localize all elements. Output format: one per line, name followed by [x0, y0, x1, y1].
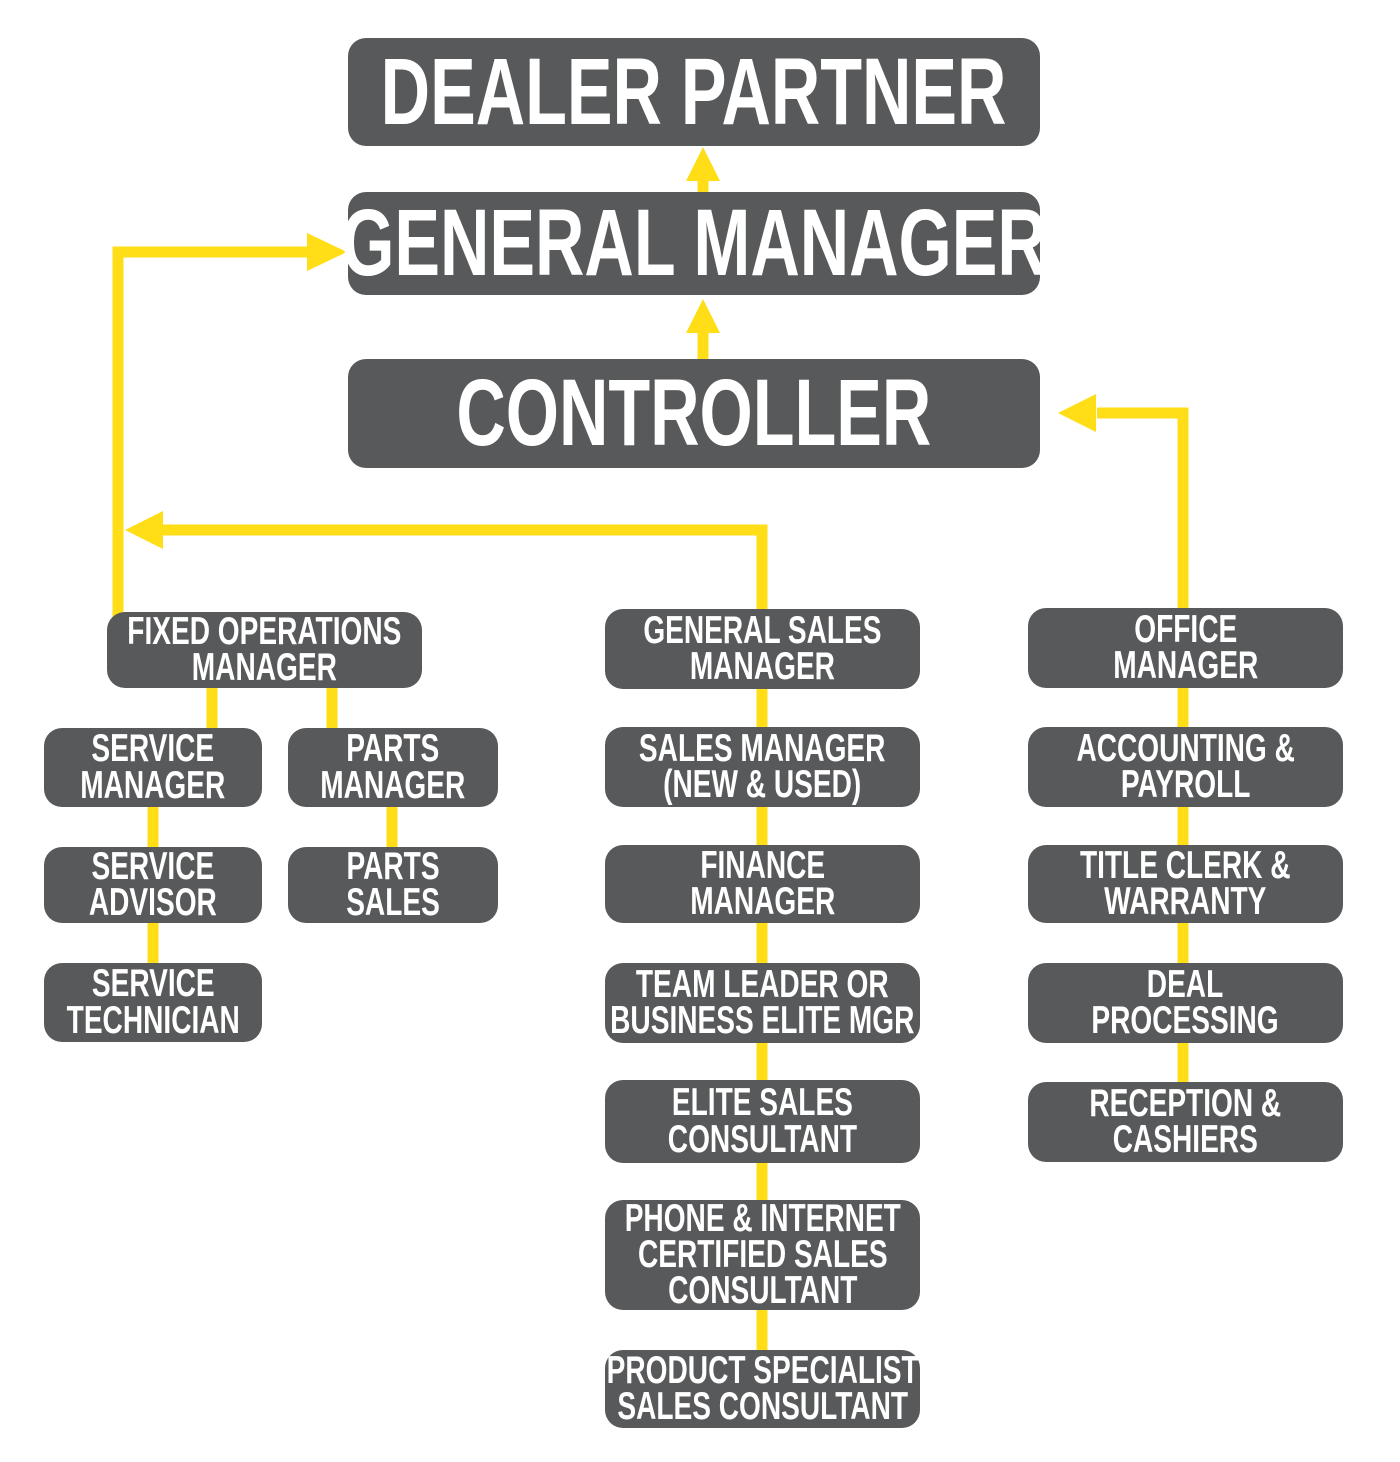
arrow-left-icon: [1058, 394, 1096, 432]
org-box-label: TEAM LEADER OR BUSINESS ELITE MGR: [610, 962, 915, 1042]
org-box-label: PARTS SALES: [346, 844, 440, 924]
org-box-general-sales-manager: GENERAL SALES MANAGER: [605, 609, 920, 689]
connector-general-manager-to-dealer-partner: [686, 147, 720, 196]
arrow-right-icon: [307, 233, 347, 271]
arrow-up-icon: [686, 299, 720, 333]
org-box-label: SERVICE TECHNICIAN: [66, 962, 240, 1042]
org-box-label: SERVICE ADVISOR: [89, 844, 217, 924]
org-box-fixed-operations-manager: FIXED OPERATIONS MANAGER: [107, 612, 422, 688]
org-box-dealer-partner: DEALER PARTNER: [348, 38, 1040, 146]
org-box-label: TITLE CLERK & WARRANTY: [1080, 843, 1291, 923]
org-box-title-clerk-warranty: TITLE CLERK & WARRANTY: [1028, 845, 1343, 923]
org-box-controller: CONTROLLER: [348, 359, 1040, 468]
org-box-general-manager: GENERAL MANAGER: [341, 192, 1047, 295]
org-box-label: FIXED OPERATIONS MANAGER: [127, 609, 402, 689]
org-box-label: PHONE & INTERNET CERTIFIED SALES CONSULT…: [624, 1196, 901, 1313]
org-box-label: GENERAL SALES MANAGER: [643, 608, 882, 688]
org-box-service-advisor: SERVICE ADVISOR: [44, 847, 262, 923]
org-box-service-manager: SERVICE MANAGER: [44, 728, 262, 807]
org-box-parts-manager: PARTS MANAGER: [288, 728, 498, 807]
org-box-label: DEALER PARTNER: [381, 38, 1007, 145]
org-box-sales-manager-new-used: SALES MANAGER (NEW & USED): [605, 727, 920, 807]
org-box-finance-manager: FINANCE MANAGER: [605, 845, 920, 923]
org-box-label: FINANCE MANAGER: [689, 843, 836, 923]
org-box-label: PARTS MANAGER: [320, 727, 466, 807]
org-box-reception-cashiers: RECEPTION & CASHIERS: [1028, 1082, 1343, 1162]
org-box-label: RECEPTION & CASHIERS: [1089, 1081, 1282, 1161]
org-box-label: ACCOUNTING & PAYROLL: [1076, 726, 1295, 806]
org-box-team-leader-business-elite-mgr: TEAM LEADER OR BUSINESS ELITE MGR: [605, 963, 920, 1043]
org-box-office-manager: OFFICE MANAGER: [1028, 608, 1343, 688]
org-box-product-specialist-sales-consultant: PRODUCT SPECIALIST SALES CONSULTANT: [605, 1350, 920, 1428]
org-box-label: ELITE SALES CONSULTANT: [667, 1081, 858, 1161]
org-box-label: OFFICE MANAGER: [1112, 607, 1259, 687]
org-box-label: SALES MANAGER (NEW & USED): [639, 726, 886, 806]
org-box-label: CONTROLLER: [456, 360, 932, 467]
org-box-deal-processing: DEAL PROCESSING: [1028, 963, 1343, 1043]
org-box-label: PRODUCT SPECIALIST SALES CONSULTANT: [606, 1348, 919, 1428]
arrow-left-icon: [125, 511, 163, 549]
org-box-parts-sales: PARTS SALES: [288, 847, 498, 923]
org-box-accounting-payroll: ACCOUNTING & PAYROLL: [1028, 727, 1343, 807]
org-box-label: GENERAL MANAGER: [341, 190, 1047, 297]
org-box-label: DEAL PROCESSING: [1091, 962, 1280, 1042]
connector-controller-to-general-manager: [686, 299, 720, 362]
org-box-phone-internet-certified-sales-consultant: PHONE & INTERNET CERTIFIED SALES CONSULT…: [605, 1196, 920, 1313]
org-box-label: SERVICE MANAGER: [80, 727, 226, 807]
connector-fixed-operations-to-general-manager: [112, 233, 347, 620]
org-box-elite-sales-consultant: ELITE SALES CONSULTANT: [605, 1080, 920, 1163]
arrow-up-icon: [686, 147, 720, 181]
org-box-service-technician: SERVICE TECHNICIAN: [44, 963, 262, 1042]
